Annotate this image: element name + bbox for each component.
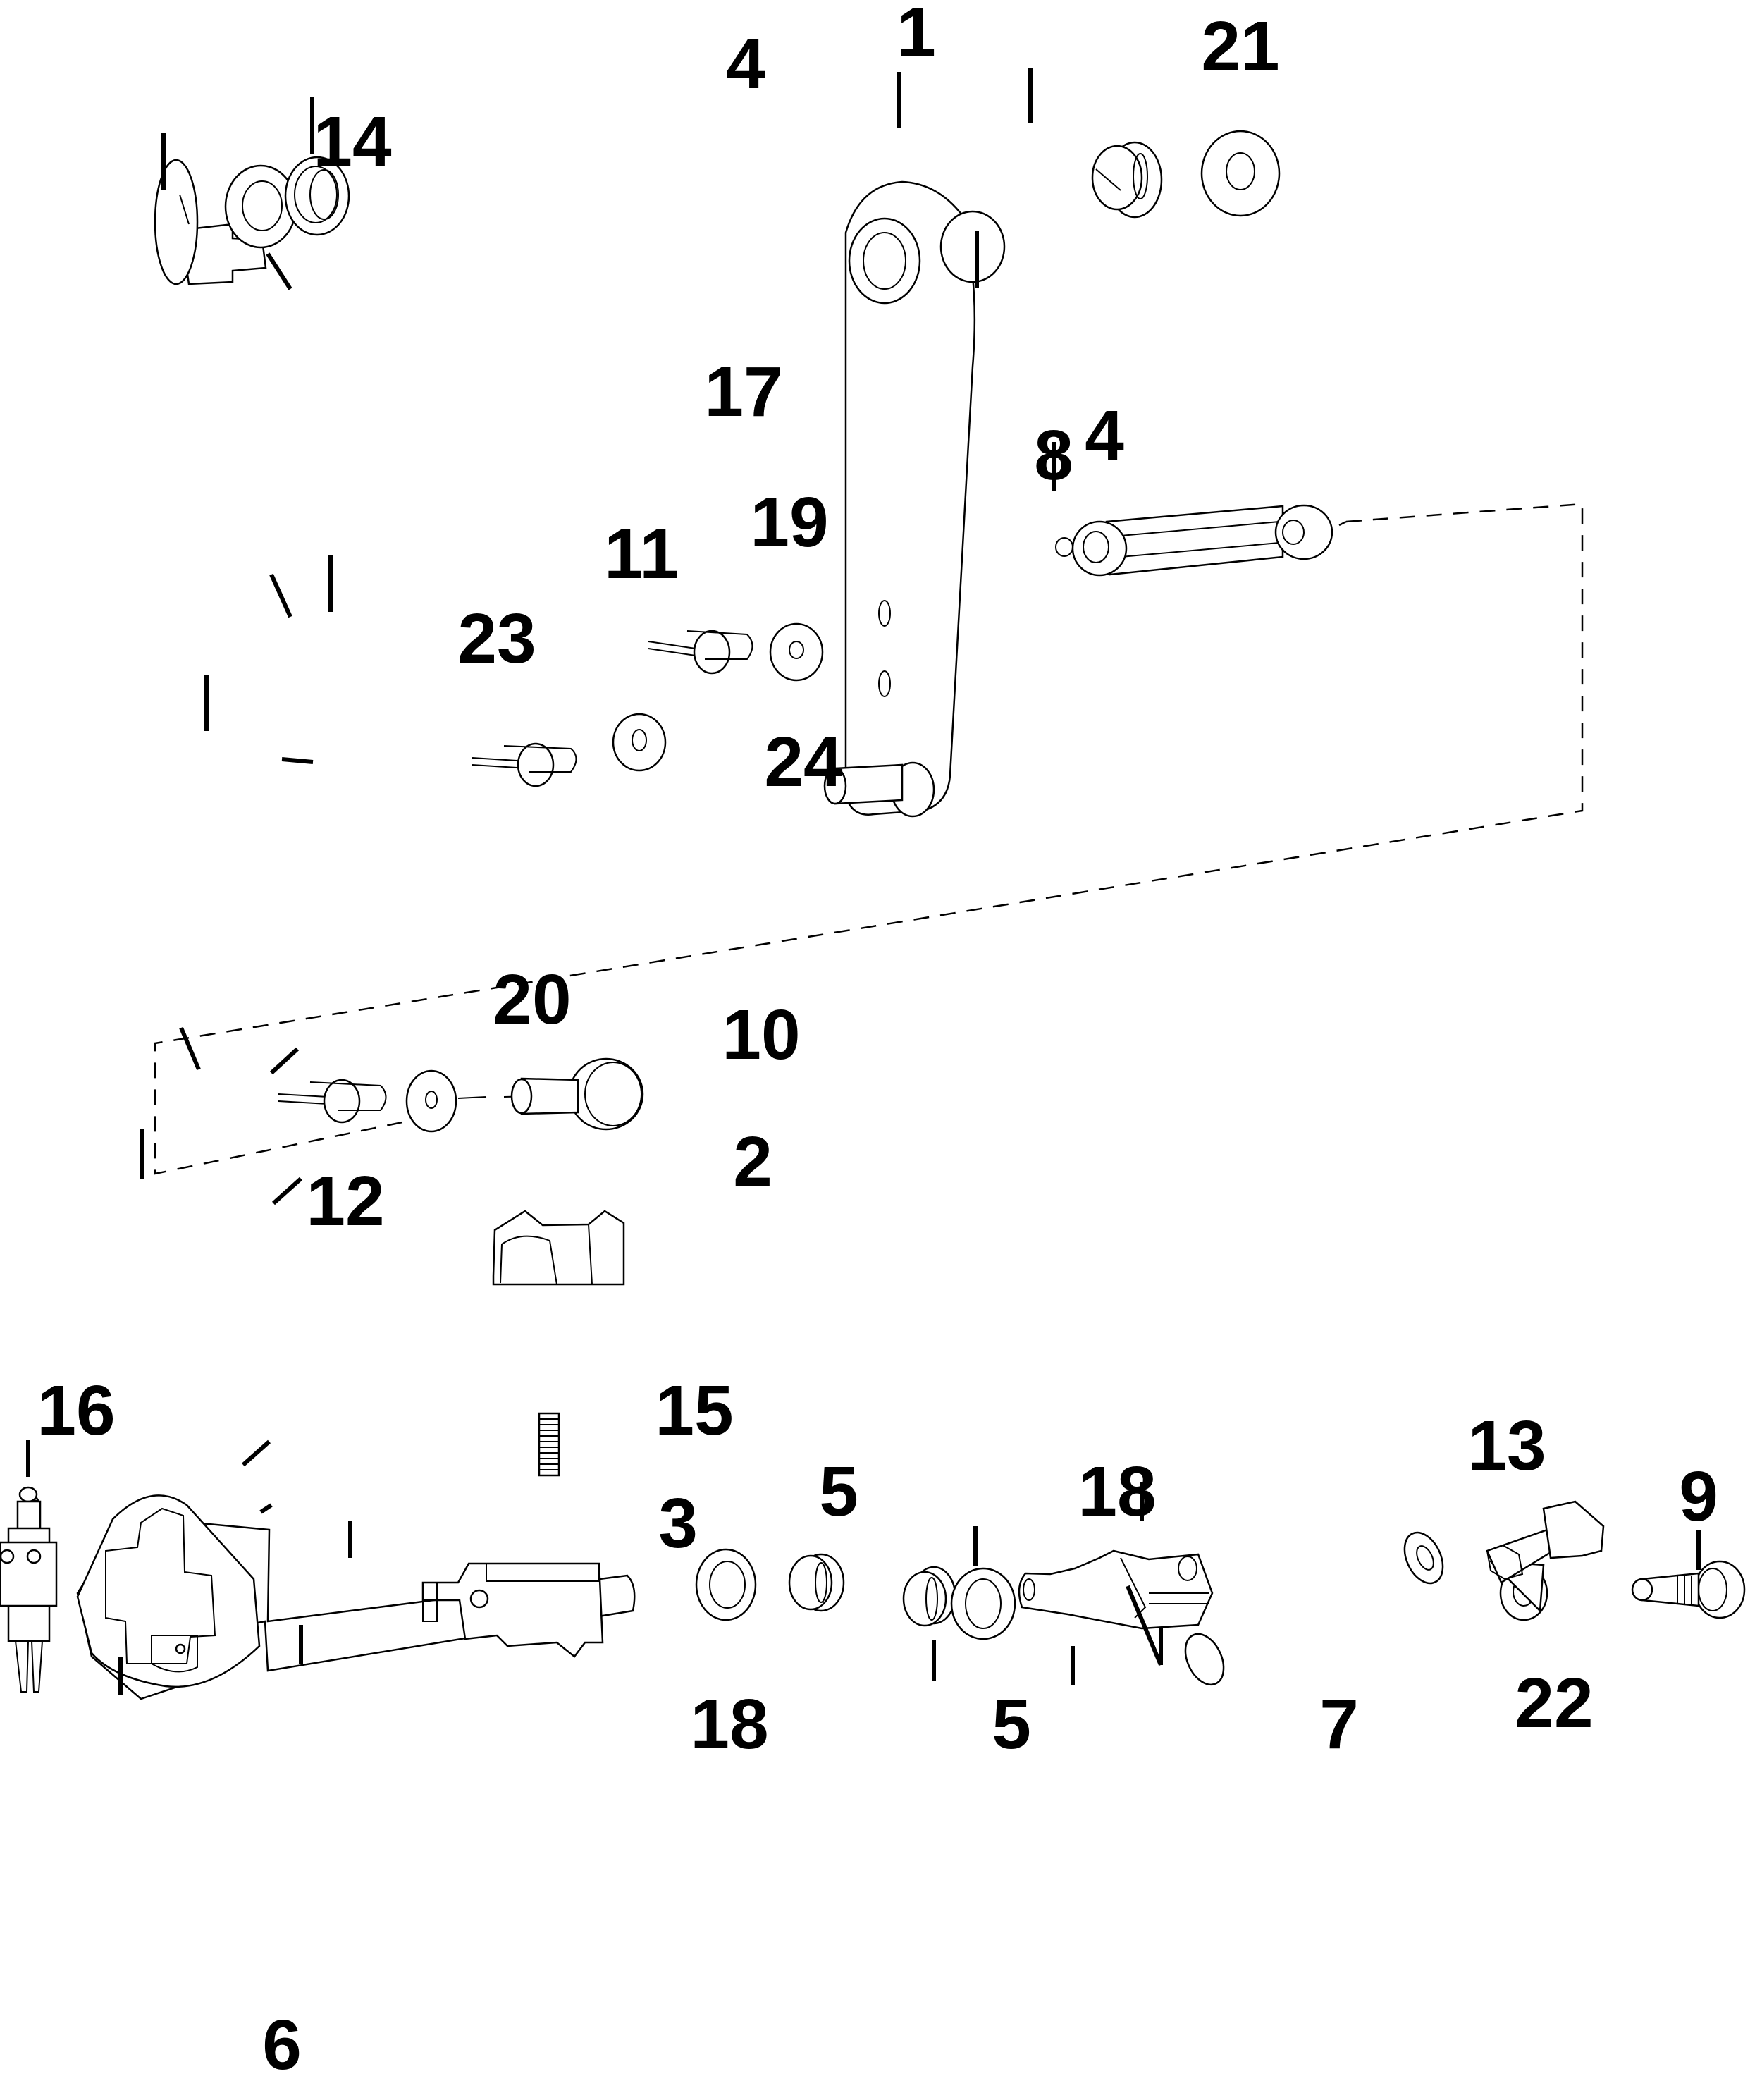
callout-10: 10	[722, 995, 800, 1074]
callout-1: 1	[897, 0, 936, 72]
part-15-spring[interactable]	[538, 1412, 560, 1477]
assembly-dashed-outline	[154, 503, 1584, 1175]
callout-4-left: 4	[726, 25, 765, 104]
part-18-washer-left[interactable]	[695, 1548, 757, 1621]
callout-23: 23	[457, 599, 536, 678]
callout-16: 16	[37, 1371, 115, 1450]
leader-11	[269, 573, 292, 618]
callout-3: 3	[658, 1484, 698, 1563]
part-7-bracket[interactable]	[1018, 1549, 1214, 1630]
leader-24	[281, 757, 314, 764]
callout-8: 8	[1034, 416, 1073, 495]
part-12-clip[interactable]	[278, 1079, 387, 1124]
part-4-bushing-left[interactable]	[284, 156, 350, 236]
callout-18-left: 18	[690, 1685, 768, 1764]
part-5-bushing-left[interactable]	[788, 1553, 845, 1612]
callout-17: 17	[704, 352, 782, 431]
callout-2: 2	[733, 1122, 772, 1201]
callout-14: 14	[313, 102, 392, 181]
callout-5-right: 5	[992, 1685, 1031, 1764]
callout-15: 15	[655, 1371, 733, 1450]
callout-13: 13	[1467, 1406, 1546, 1485]
callout-9: 9	[1679, 1457, 1718, 1536]
callout-7: 7	[1319, 1685, 1359, 1764]
callout-11: 11	[604, 515, 679, 594]
part-6-shift-lever-plate[interactable]	[76, 1494, 636, 1700]
callout-6: 6	[262, 2006, 302, 2084]
leader-10	[269, 1047, 300, 1075]
part-4-bushing-right[interactable]	[1091, 141, 1163, 219]
callout-20: 20	[493, 960, 571, 1039]
part-11-clip[interactable]	[648, 630, 753, 675]
part-5-bushing-right[interactable]	[902, 1566, 956, 1627]
callout-5-left: 5	[819, 1452, 858, 1531]
callout-22: 22	[1515, 1664, 1593, 1743]
part-24-washer[interactable]	[612, 713, 667, 772]
part-16-neutral-switch[interactable]	[0, 1486, 58, 1693]
leader-22a	[1126, 1585, 1163, 1666]
part-21-washer[interactable]	[1200, 130, 1281, 217]
part-3-detent-block[interactable]	[421, 1562, 604, 1658]
part-14-shoulder-bolt[interactable]	[154, 159, 267, 285]
part-13-hex-bolt[interactable]	[1486, 1500, 1605, 1613]
leader-17	[266, 252, 292, 290]
part-2-cam-cover[interactable]	[492, 1210, 625, 1286]
part-9-pivot-stud[interactable]	[1631, 1560, 1746, 1619]
leader-15	[242, 1439, 271, 1467]
callout-19: 19	[750, 483, 828, 562]
callout-12: 12	[306, 1162, 384, 1241]
callout-24: 24	[764, 723, 843, 802]
part-1-lever-arm[interactable]	[823, 180, 1006, 818]
part-19-washer[interactable]	[769, 622, 824, 682]
callout-4-right: 4	[1085, 396, 1124, 475]
part-20-washer[interactable]	[405, 1069, 536, 1133]
part-10-ball-socket[interactable]	[510, 1057, 644, 1131]
part-23-clip[interactable]	[472, 742, 577, 787]
part-17-washer[interactable]	[224, 164, 297, 249]
callout-18-right: 18	[1078, 1452, 1156, 1531]
leader-3	[259, 1503, 273, 1514]
part-18-washer-right[interactable]	[950, 1567, 1016, 1640]
part-8-link-rod[interactable]	[1055, 504, 1333, 577]
callout-labels: 14 4 1 21 17 4 8 19 11 23 24 20 10 2 12 …	[37, 0, 1718, 2084]
leader-2	[271, 1177, 303, 1205]
leader-lines	[26, 68, 1701, 1695]
callout-21: 21	[1201, 7, 1279, 86]
leader-20	[179, 1026, 201, 1071]
